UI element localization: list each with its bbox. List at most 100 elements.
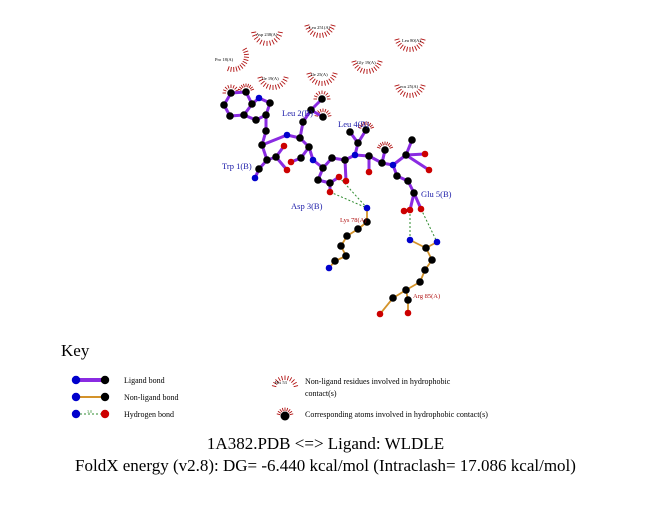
hydrophobic-spoke — [388, 144, 393, 148]
hydrophobic-spoke — [293, 385, 299, 388]
hydrophobic-spoke — [420, 84, 426, 87]
hydrophobic-spoke — [248, 84, 252, 89]
hydrophobic-spoke — [402, 45, 406, 51]
hydrophobic-spoke — [318, 80, 321, 86]
atom-c — [258, 141, 266, 149]
hydrophobic-spoke — [241, 62, 246, 67]
hydrophobic-spoke — [368, 68, 371, 74]
hydrophobic-residue-arc — [227, 47, 249, 72]
atom-o — [280, 142, 288, 150]
hydrophobic-spoke — [312, 31, 316, 37]
hydrophobic-spoke — [369, 124, 374, 128]
hydrophobic-spoke — [274, 84, 277, 90]
hydrophobic-spoke — [250, 88, 255, 91]
hydrophobic-spoke — [288, 410, 293, 414]
hydrophobic-atom-contact — [376, 141, 394, 149]
hydrophobic-spoke — [370, 126, 375, 129]
residue-label-leu4: Leu 4(B) — [338, 119, 369, 129]
hydrophobic-spoke — [395, 86, 401, 90]
hydrophobic-spoke — [281, 80, 286, 85]
atom-o — [335, 173, 343, 181]
hydrophobic-spoke — [247, 83, 249, 88]
hydrophobic-spoke — [276, 413, 281, 416]
atom-c — [363, 218, 371, 226]
hydrophobic-spoke — [330, 24, 336, 27]
hydrophobic-spoke — [397, 88, 402, 93]
hydrophobic-residue-arc — [251, 31, 283, 46]
hydrogen-bond-line — [420, 208, 438, 243]
hydrophobic-spoke — [279, 408, 283, 413]
hydrophobic-spoke — [327, 115, 332, 117]
atom-c — [319, 164, 327, 172]
hydrophobic-spoke — [289, 377, 293, 382]
atom-c — [242, 88, 250, 96]
hydrophobic-label-ile25: Ile 25(A) — [311, 72, 328, 77]
atom-c — [389, 294, 397, 302]
key-ligand-bond-atom-n — [71, 375, 81, 385]
atom-c — [378, 159, 386, 167]
plot-title: 1A382.PDB <=> Ligand: WLDLE — [206, 434, 445, 453]
hydrophobic-spoke — [260, 80, 265, 85]
key-nonligand-bond-atom-n — [71, 392, 81, 402]
atom-c — [354, 139, 362, 147]
hydrophobic-spoke — [326, 95, 331, 98]
hydrophobic-spoke — [269, 84, 272, 90]
hydrophobic-residue-arc — [351, 60, 383, 74]
hydrophobic-spoke — [276, 33, 282, 37]
hydrophobic-residue-arc — [394, 38, 426, 52]
hydrophobic-spoke — [387, 142, 391, 147]
atom-c — [342, 252, 350, 260]
hydrophobic-spoke — [279, 82, 284, 87]
hydrophobic-spoke — [230, 66, 232, 72]
hydrophobic-spoke — [376, 62, 382, 66]
hydrophobic-spoke — [329, 26, 335, 30]
hydrophobic-spoke — [373, 66, 378, 71]
hydrophobic-spoke — [232, 84, 235, 89]
hydrophobic-spoke — [304, 24, 310, 27]
atom-c — [262, 127, 270, 135]
hydrophobic-spoke — [363, 121, 365, 126]
hydrophobic-spoke — [227, 66, 230, 72]
hydrophobic-spoke — [332, 72, 338, 75]
hydrophobic-spoke — [262, 82, 267, 87]
atom-o — [425, 166, 433, 174]
hydrophobic-label-ecu25: ecu 25(A) — [400, 84, 419, 89]
hydrophobic-spoke — [368, 122, 372, 127]
hydrophobic-spoke — [351, 60, 357, 63]
hydrophobic-spoke — [386, 141, 388, 146]
hydrophobic-spoke — [249, 86, 254, 90]
hydrophobic-spoke — [416, 90, 421, 95]
hydrophobic-spoke — [314, 79, 318, 85]
hydrophobic-spoke — [240, 84, 244, 89]
hydrophobic-spoke — [269, 40, 272, 46]
ligand-bond — [405, 153, 430, 172]
hydrophobic-spoke — [411, 46, 414, 52]
residue-label-glu5: Glu 5(B) — [421, 189, 452, 199]
hydrophobic-spoke — [305, 26, 311, 30]
hydrophobic-spoke — [309, 76, 314, 81]
hydrophobic-spoke — [397, 42, 402, 47]
hydrophobic-spoke — [238, 86, 243, 90]
key-hydrophobic-atom-arc — [276, 407, 294, 416]
hydrophobic-label-ile19: Ile 19(A) — [262, 76, 279, 81]
key-hydrophobic-residue-example: His 53 — [275, 380, 288, 385]
key-hydrophobic-residue-arc — [271, 375, 299, 388]
hydrophobic-spoke — [275, 36, 281, 40]
hydrophobic-spoke — [419, 40, 425, 44]
atom-c — [263, 156, 271, 164]
key-hydrogen-bond-distance: 3.0 — [87, 409, 92, 414]
hydrophobic-spoke — [234, 86, 238, 90]
atom-c — [381, 146, 389, 154]
atom-c — [227, 89, 235, 97]
atom-o — [417, 205, 425, 213]
atom-c — [341, 156, 349, 164]
hydrophobic-residue-arc — [306, 72, 338, 86]
hydrophobic-residue-arc — [257, 76, 289, 90]
residue-label-lys78: Lys 78(A) — [340, 217, 367, 224]
atom-c — [296, 134, 304, 142]
atom-o — [342, 177, 350, 185]
hydrophobic-spoke — [262, 40, 265, 46]
atom-o — [287, 158, 295, 166]
hydrophobic-spoke — [289, 413, 294, 416]
atom-c — [410, 189, 418, 197]
